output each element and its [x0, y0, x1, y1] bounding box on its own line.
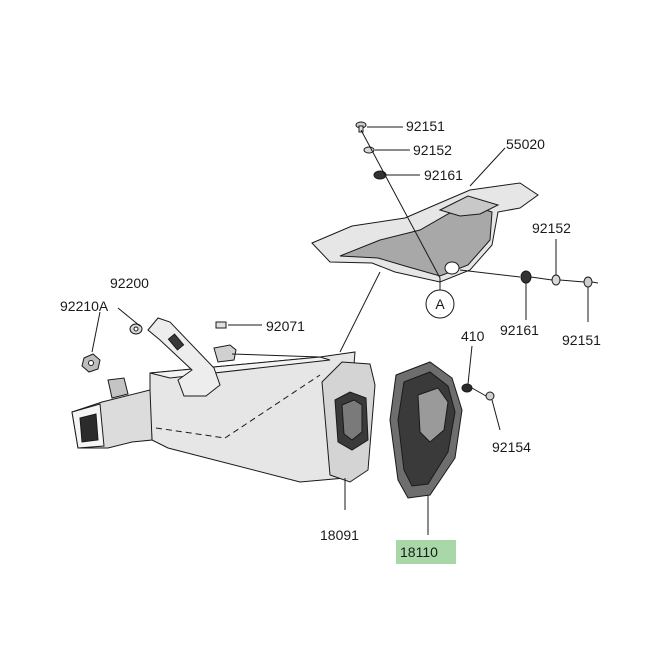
bracket-washer-part[interactable] [129, 323, 143, 335]
nut-part[interactable] [81, 353, 101, 373]
part-number-washer-top[interactable]: 92152 [413, 142, 452, 158]
part-number-grommet-right[interactable]: 92161 [500, 322, 539, 338]
part-number-grommet-top[interactable]: 92161 [424, 167, 463, 183]
highlight-box [396, 540, 456, 564]
part-number-bracket[interactable]: 92200 [110, 275, 149, 291]
hidden-lines [155, 374, 321, 439]
part-number-bolt-top[interactable]: 92151 [406, 118, 445, 134]
grommet-right-part[interactable] [520, 270, 532, 284]
washer-top-part[interactable] [363, 146, 375, 154]
bolt-right-part[interactable] [583, 276, 593, 288]
washer-right-part[interactable] [551, 274, 561, 286]
grommet-top-part[interactable] [373, 170, 387, 180]
link-pipe-part[interactable] [71, 377, 153, 449]
muffler-cover-part[interactable] [389, 361, 463, 499]
part-number-bolt-cover[interactable]: 92154 [492, 439, 531, 455]
bracket-part[interactable] [147, 317, 221, 397]
heat-guard-part[interactable] [311, 182, 539, 283]
part-number-muffler-cover[interactable]: 18110 [400, 544, 438, 560]
part-number-washer-right[interactable]: 92152 [532, 220, 571, 236]
part-number-clip[interactable]: 92071 [266, 318, 305, 334]
muffler-part[interactable] [149, 351, 376, 483]
part-number-labels: 92151 92152 92161 55020 92152 92161 9215… [60, 118, 601, 560]
part-number-damper[interactable]: 410 [461, 328, 485, 344]
damper-part[interactable] [461, 383, 473, 393]
part-number-muffler[interactable]: 18091 [320, 527, 359, 543]
leader-lines [91, 126, 599, 535]
callout-marker-label: A [435, 296, 445, 312]
callout-marker-a: A [425, 289, 455, 319]
clip-part[interactable] [213, 321, 237, 363]
part-number-bolt-right[interactable]: 92151 [562, 332, 601, 348]
bolt-cover-part[interactable] [485, 391, 495, 401]
part-number-nut[interactable]: 92210A [60, 298, 109, 314]
part-number-heat-guard[interactable]: 55020 [506, 136, 545, 152]
bolt-top-part[interactable] [355, 121, 367, 133]
